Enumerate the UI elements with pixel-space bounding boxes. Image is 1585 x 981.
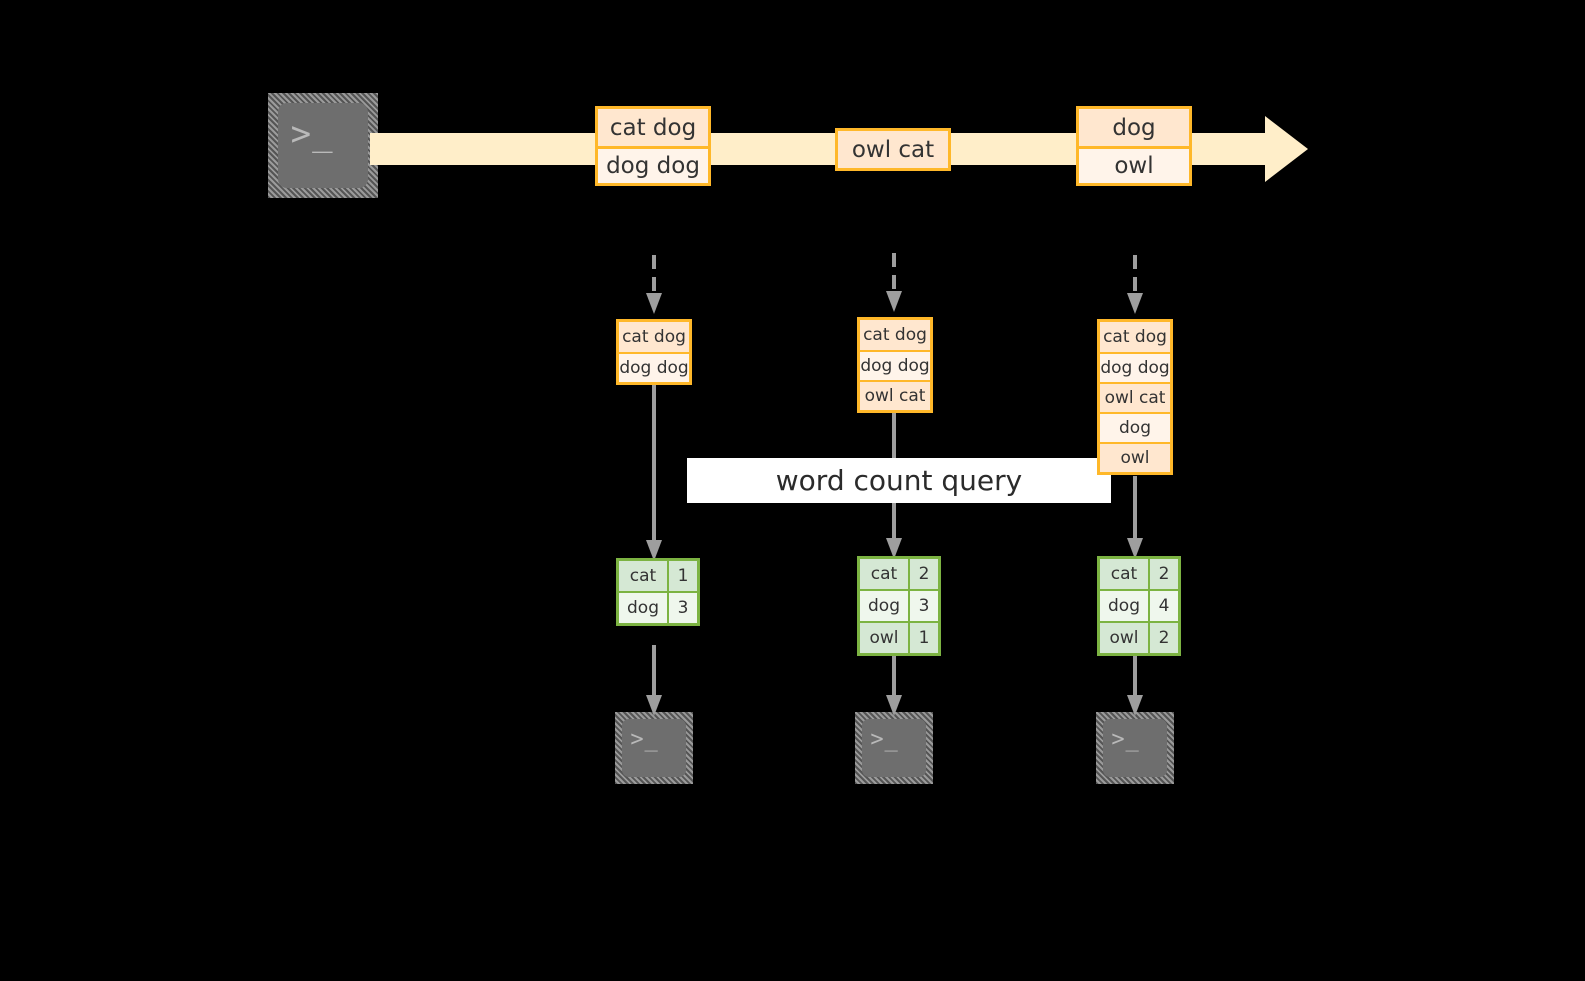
stream-message-line: cat dog [598, 109, 708, 146]
input-line: dog dog [1100, 352, 1170, 382]
cell-count: 2 [1148, 559, 1178, 589]
cell-count: 1 [667, 561, 697, 591]
cell-word: dog [1100, 591, 1148, 621]
consumer-terminal-icon-1: >_ [615, 712, 693, 784]
consumer-terminal-icon-2: >_ [855, 712, 933, 784]
input-line: owl cat [1100, 382, 1170, 412]
output-connector-1 [644, 645, 664, 717]
input-line: cat dog [619, 322, 689, 352]
table-row: owl 2 [1100, 621, 1178, 653]
snapshot-tap-connector-1 [644, 255, 664, 315]
snapshot-tap-connector-2 [884, 253, 904, 313]
result-table-1: cat 1 dog 3 [616, 558, 700, 626]
snapshot-tap-connector-3 [1125, 255, 1145, 315]
cell-count: 2 [908, 559, 938, 589]
cell-count: 3 [667, 593, 697, 623]
table-row: cat 1 [619, 561, 697, 591]
table-row: cat 2 [860, 559, 938, 589]
stream-message-2: owl cat [835, 128, 951, 171]
snapshot-input-3: cat dog dog dog owl cat dog owl [1097, 319, 1173, 475]
table-row: dog 3 [860, 589, 938, 621]
terminal-screen: >_ [622, 719, 686, 777]
stream-message-1: cat dog dog dog [595, 106, 711, 186]
stream-message-line: dog [1079, 109, 1189, 146]
result-table-2: cat 2 dog 3 owl 1 [857, 556, 941, 656]
cell-count: 1 [908, 623, 938, 653]
cell-word: owl [1100, 623, 1148, 653]
input-line: dog [1100, 412, 1170, 442]
cell-word: cat [619, 561, 667, 591]
input-line: dog dog [619, 352, 689, 382]
input-line: dog dog [860, 350, 930, 380]
table-row: dog 3 [619, 591, 697, 623]
terminal-screen: >_ [1103, 719, 1167, 777]
snapshot-input-2: cat dog dog dog owl cat [857, 317, 933, 413]
cell-word: cat [860, 559, 908, 589]
stream-message-3: dog owl [1076, 106, 1192, 186]
cell-count: 2 [1148, 623, 1178, 653]
table-row: owl 1 [860, 621, 938, 653]
cell-word: dog [860, 591, 908, 621]
cell-word: owl [860, 623, 908, 653]
terminal-prompt-glyph: >_ [290, 113, 334, 154]
query-label: word count query [687, 458, 1111, 503]
query-connector-3 [1125, 476, 1145, 560]
input-line: cat dog [860, 320, 930, 350]
input-line: owl cat [860, 380, 930, 410]
terminal-screen: >_ [862, 719, 926, 777]
input-line: owl [1100, 442, 1170, 472]
snapshot-input-1: cat dog dog dog [616, 319, 692, 385]
terminal-prompt-glyph: >_ [630, 726, 659, 752]
cell-count: 3 [908, 591, 938, 621]
cell-count: 4 [1148, 591, 1178, 621]
terminal-screen: >_ [278, 103, 368, 188]
table-row: dog 4 [1100, 589, 1178, 621]
producer-terminal-icon: >_ [268, 93, 378, 198]
consumer-terminal-icon-3: >_ [1096, 712, 1174, 784]
query-connector-1 [644, 384, 664, 562]
result-table-3: cat 2 dog 4 owl 2 [1097, 556, 1181, 656]
stream-message-line: owl [1079, 146, 1189, 183]
cell-word: cat [1100, 559, 1148, 589]
stream-message-line: owl cat [838, 131, 948, 168]
input-line: cat dog [1100, 322, 1170, 352]
cell-word: dog [619, 593, 667, 623]
stream-message-line: dog dog [598, 146, 708, 183]
terminal-prompt-glyph: >_ [870, 726, 899, 752]
table-row: cat 2 [1100, 559, 1178, 589]
terminal-prompt-glyph: >_ [1111, 726, 1140, 752]
